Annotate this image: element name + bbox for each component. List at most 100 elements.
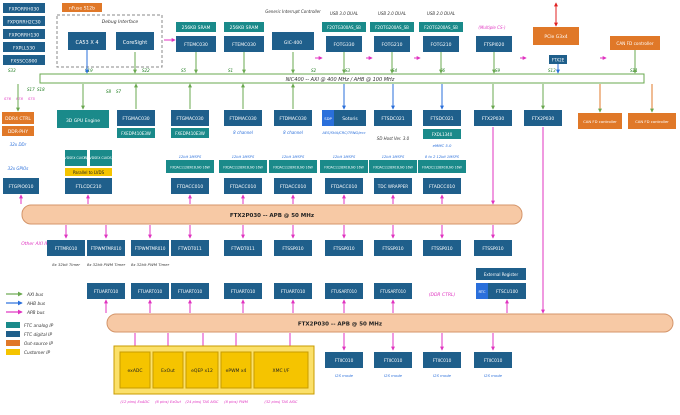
apb-bus-1-label: FTX2P030 -- APB @ 50 MHz bbox=[230, 213, 314, 219]
legend-axi: AXI bus bbox=[26, 292, 44, 298]
svg-text:S76: S76 bbox=[4, 97, 12, 101]
ftgmac1-block: FTGMAC030 bbox=[122, 116, 149, 122]
adc5-tag: 12bit 1MSPS bbox=[382, 155, 405, 159]
svg-text:S78: S78 bbox=[16, 97, 24, 101]
timer-cell-8: FTSSP010 bbox=[431, 246, 453, 252]
ftsdc2-block: FTSDC021 bbox=[430, 116, 453, 122]
uart-cell-0: FTUART010 bbox=[94, 289, 119, 295]
fxedp1-block: FXEDP410E3W bbox=[121, 131, 151, 136]
sdp-tag: SDP bbox=[324, 116, 332, 121]
uart-cell-1: FTUART010 bbox=[138, 289, 163, 295]
svg-text:S8: S8 bbox=[106, 89, 112, 94]
iic-row: FTIIC010 FTIIC010 FTIIC010 FTIIC010 I2S … bbox=[325, 352, 512, 378]
ftgmac2-block: FTGMAC030 bbox=[176, 116, 203, 122]
axi-bus-label: NIC400 -- AXI @ 400 MHz / AHB @ 100 MHz bbox=[286, 77, 395, 83]
gpu-block: 3D GPU Engine bbox=[66, 118, 100, 124]
legend-analog: FTC analog IP bbox=[24, 323, 54, 329]
uart-cell-6: FTUSART010 bbox=[380, 289, 406, 294]
note-eqep: (24 pins) TAS ASIC bbox=[185, 400, 219, 404]
ftdmac2-block: FTDMAC030 bbox=[279, 116, 306, 122]
gic-block: GIC-400 bbox=[284, 40, 302, 46]
adc3-block: FTDACC010 bbox=[280, 184, 307, 190]
tdc-wrapper-block: TDC WRAPPER bbox=[377, 184, 408, 189]
ftsdc1-block: FTSDC021 bbox=[381, 116, 404, 122]
top-left-ip-stack: FXPORRH030 FXPORRH2C30 FXPORRH130 FXPLL5… bbox=[3, 3, 45, 65]
usb2b-tag: USB 2.0 DUAL bbox=[427, 11, 455, 16]
adc1-tag: 12bit 1MSPS bbox=[179, 155, 202, 159]
adc2-chip: FXDAC1128X03LN0 16W bbox=[223, 166, 263, 170]
adc2-tag: 12bit 1MSPS bbox=[232, 155, 255, 159]
adc2-block: FTDACC010 bbox=[230, 184, 257, 190]
svg-text:S33: S33 bbox=[8, 68, 16, 73]
coresight-block: CoreSight bbox=[123, 40, 147, 46]
adc1-block: FTDACC010 bbox=[177, 184, 204, 190]
gic-caption: Generic Interrupt Controller bbox=[265, 9, 321, 14]
uart-row: FTUART010 FTUART010 FTUART010 FTUART010 … bbox=[87, 268, 526, 299]
ip-fxporrh030: FXPORRH030 bbox=[9, 7, 39, 13]
ca53-block: CA53 X 4 bbox=[75, 40, 98, 46]
customer-blocks: exADC ExOut eQEP x12 ePWM x4 XMC I/F bbox=[119, 351, 309, 389]
timer-cell-1: FTPWMTMR010 bbox=[91, 246, 122, 251]
ddr-ctrl-note: (DDR CTRL) bbox=[429, 292, 456, 298]
ftemc2-block: FTEMC030 bbox=[232, 42, 256, 48]
customer-xmc: XMC I/F bbox=[273, 368, 290, 374]
svg-text:S1: S1 bbox=[228, 68, 233, 73]
ddr-phy-block: DDR-PHY bbox=[8, 129, 29, 135]
usbphy3-block: F2OTG200AS_SB bbox=[424, 25, 458, 30]
usbphy1-block: F2OTG300AS_SB bbox=[327, 25, 361, 30]
ftspi020-block: FTSPI020 bbox=[484, 42, 505, 48]
ip-fxsscg900: FXSSCG900 bbox=[11, 59, 38, 65]
sram1-block: 256KB SRAM bbox=[182, 25, 211, 31]
svg-text:S22: S22 bbox=[142, 68, 150, 73]
timer-note: 8x 32bit Timer bbox=[52, 262, 80, 267]
iic-cell-1: FTIIC010 bbox=[384, 358, 403, 364]
adc1-chip: FXDAC1128X03LN0 16W bbox=[170, 166, 210, 170]
svg-text:S19: S19 bbox=[85, 68, 93, 73]
uart-cell-5: FTUSART010 bbox=[331, 289, 357, 294]
legend-apb: APB bus bbox=[26, 310, 45, 316]
ext-reg-block: External Register bbox=[484, 272, 519, 277]
adc5-chip: FXDAC1128X03LN0 16W bbox=[373, 166, 413, 170]
apb-bus-2 bbox=[106, 313, 674, 333]
svg-text:S2: S2 bbox=[311, 68, 317, 73]
adc6-chip: FXADC1128X03LN0 16W bbox=[422, 166, 462, 170]
iic-cell-0: FTIIC010 bbox=[335, 358, 354, 364]
timer-cell-0: FTTMR010 bbox=[55, 246, 78, 252]
pwm1-note: 8x 32bit PWM Timer bbox=[87, 262, 126, 267]
ddr-note: 32x DDr bbox=[10, 142, 27, 147]
ftgpio-block: FTGPIO010 bbox=[9, 184, 34, 190]
adc4-chip: FXDAC1128X03LN0 16W bbox=[324, 166, 364, 170]
customer-exout: ExOut bbox=[161, 368, 175, 374]
timer-cell-4: FTWDT011 bbox=[231, 246, 255, 252]
usb2a-tag: USB 2.0 DUAL bbox=[378, 11, 406, 16]
axi-to-mac-connectors bbox=[16, 83, 654, 113]
iic-cell-2: FTIIC010 bbox=[433, 358, 452, 364]
legend-outsource: Out-source IP bbox=[24, 341, 53, 347]
pcie-block: PCIe G3x4 bbox=[544, 34, 567, 40]
ftemc1-block: FTEMC030 bbox=[184, 42, 208, 48]
adc6-block: FTADCC010 bbox=[429, 184, 455, 190]
svg-text:S18: S18 bbox=[37, 87, 45, 92]
svg-text:S21: S21 bbox=[630, 68, 638, 73]
aes-note: AES/SHA/CRC/TRNG/ecc bbox=[321, 131, 365, 135]
note-epwm: (8 pins) PWM bbox=[224, 400, 248, 404]
iic-note-1: I2S mode bbox=[384, 373, 403, 378]
uart-cell-4: FTUART010 bbox=[281, 289, 306, 295]
apb-connectors-top bbox=[164, 38, 607, 60]
ftx2e-block: FTX2E bbox=[552, 58, 565, 63]
ftx2p-mid2-block: FTX2P030 bbox=[532, 116, 555, 122]
svg-text:S9: S9 bbox=[495, 68, 501, 73]
timer-cell-6: FTSSP010 bbox=[333, 246, 355, 252]
axi-connectors-top bbox=[133, 50, 637, 74]
adc6-tag: 8 to 2 12bit 1MSPS bbox=[425, 155, 460, 159]
customer-notes: (12 pins) ExADC (6 pins) ExOut (24 pins)… bbox=[120, 400, 298, 404]
ftdmac1-block: FTDMAC030 bbox=[229, 116, 256, 122]
legend-digital: FTC digital IP bbox=[24, 332, 52, 338]
timer-cell-3: FTWDT011 bbox=[178, 246, 202, 252]
rtc-cell: FTSCU100 bbox=[496, 289, 518, 295]
ahb-connectors-top bbox=[85, 50, 560, 74]
timer-cell-5: FTSSP010 bbox=[282, 246, 304, 252]
usbphy2-block: F2OTG200AS_SB bbox=[375, 25, 409, 30]
uart-cell-2: FTUART010 bbox=[178, 289, 203, 295]
customer-eqep: eQEP x12 bbox=[191, 368, 213, 374]
